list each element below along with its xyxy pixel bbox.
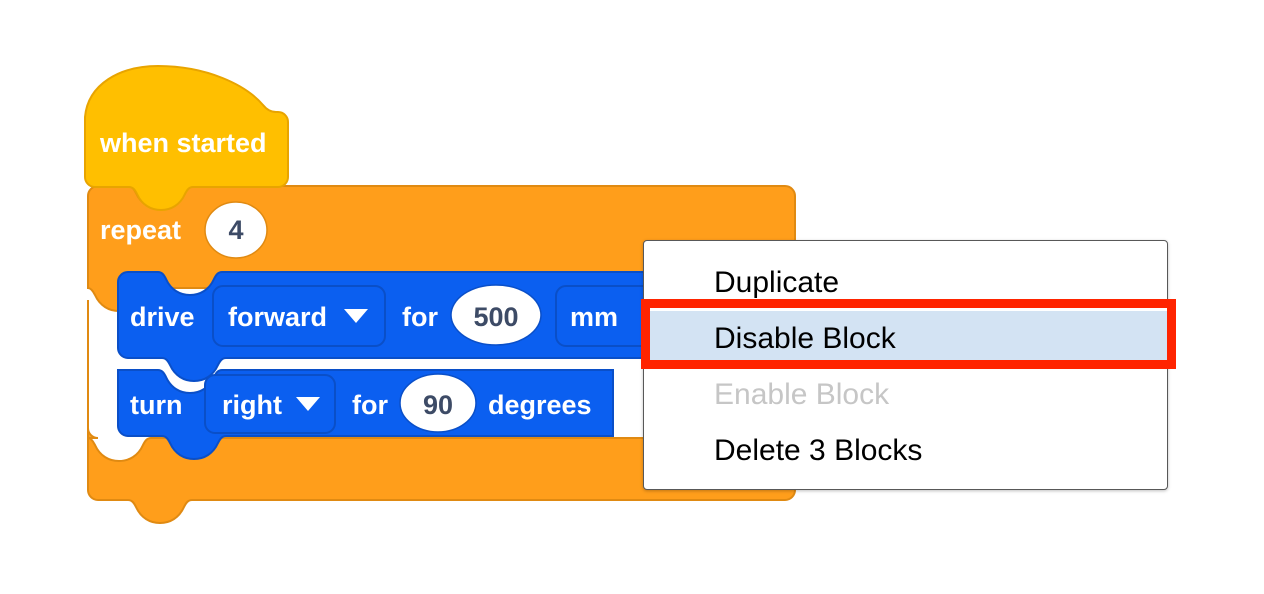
drive-distance-value[interactable]: 500 bbox=[473, 302, 519, 332]
menu-item-delete-blocks[interactable]: Delete 3 Blocks bbox=[714, 434, 923, 467]
turn-angle-value[interactable]: 90 bbox=[422, 390, 454, 420]
menu-item-duplicate[interactable]: Duplicate bbox=[714, 266, 840, 299]
menu-item-enable-block: Enable Block bbox=[714, 378, 890, 411]
menu-item-disable-block[interactable]: Disable Block bbox=[644, 311, 1167, 367]
chevron-down-icon-2[interactable] bbox=[296, 397, 320, 411]
when-started-block-shape[interactable] bbox=[84, 64, 289, 212]
block-context-menu[interactable]: Duplicate Disable Block Enable Block Del… bbox=[643, 240, 1168, 490]
repeat-count-input[interactable] bbox=[204, 201, 268, 259]
turn-angle-input[interactable] bbox=[399, 373, 477, 433]
drive-direction-dropdown[interactable] bbox=[212, 285, 386, 347]
drive-distance-input[interactable] bbox=[450, 284, 542, 346]
turn-direction-dropdown[interactable] bbox=[204, 374, 336, 434]
repeat-count-text: 4 bbox=[228, 215, 244, 245]
chevron-down-icon[interactable] bbox=[344, 309, 368, 323]
